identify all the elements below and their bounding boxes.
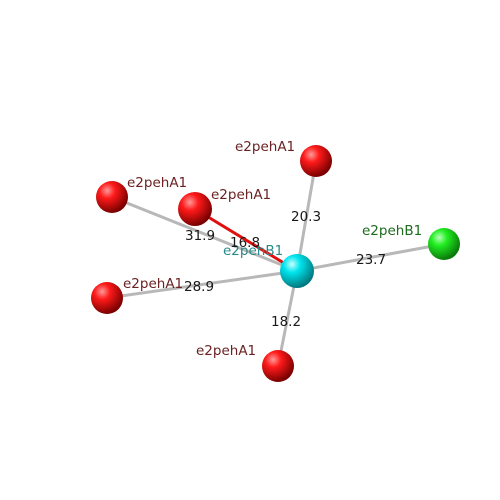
- atom-center-sphere[interactable]: [280, 254, 314, 288]
- atom-label-center-left: e2pehA1: [211, 187, 271, 203]
- distance-label-top: 20.3: [291, 209, 321, 225]
- atom-label-right: e2pehB1: [362, 223, 422, 239]
- atom-group: [91, 145, 460, 382]
- distance-label-center-left: 16.8: [230, 235, 260, 251]
- bond-top: [295, 159, 318, 273]
- distance-label-left: 28.9: [184, 279, 214, 295]
- bond-center-left-highlight: [193, 207, 299, 273]
- atom-label-top: e2pehA1: [235, 139, 295, 155]
- atom-label-group: e2pehA1 e2pehA1 e2pehA1 e2pehA1 e2pehA1 …: [123, 139, 422, 359]
- bond-left: [105, 269, 299, 300]
- atom-label-center: e2pehB1: [223, 243, 283, 259]
- atom-right-sphere[interactable]: [428, 228, 460, 260]
- atom-top-sphere[interactable]: [300, 145, 332, 177]
- distance-label-group: 20.3 31.9 16.8 28.9 18.2 23.7: [184, 209, 386, 330]
- distance-label-upper-left: 31.9: [185, 228, 215, 244]
- atom-center-left-sphere[interactable]: [178, 192, 212, 226]
- atom-bottom-sphere[interactable]: [262, 350, 294, 382]
- atom-label-upper-left: e2pehA1: [127, 175, 187, 191]
- atom-upper-left-sphere[interactable]: [96, 181, 128, 213]
- distance-label-right: 23.7: [356, 252, 386, 268]
- atom-label-left: e2pehA1: [123, 276, 183, 292]
- bond-group: [105, 159, 446, 368]
- distance-label-bottom: 18.2: [271, 314, 301, 330]
- bond-upper-left: [110, 195, 299, 273]
- bond-right: [295, 242, 446, 273]
- atom-label-bottom: e2pehA1: [196, 343, 256, 359]
- atom-left-sphere[interactable]: [91, 282, 123, 314]
